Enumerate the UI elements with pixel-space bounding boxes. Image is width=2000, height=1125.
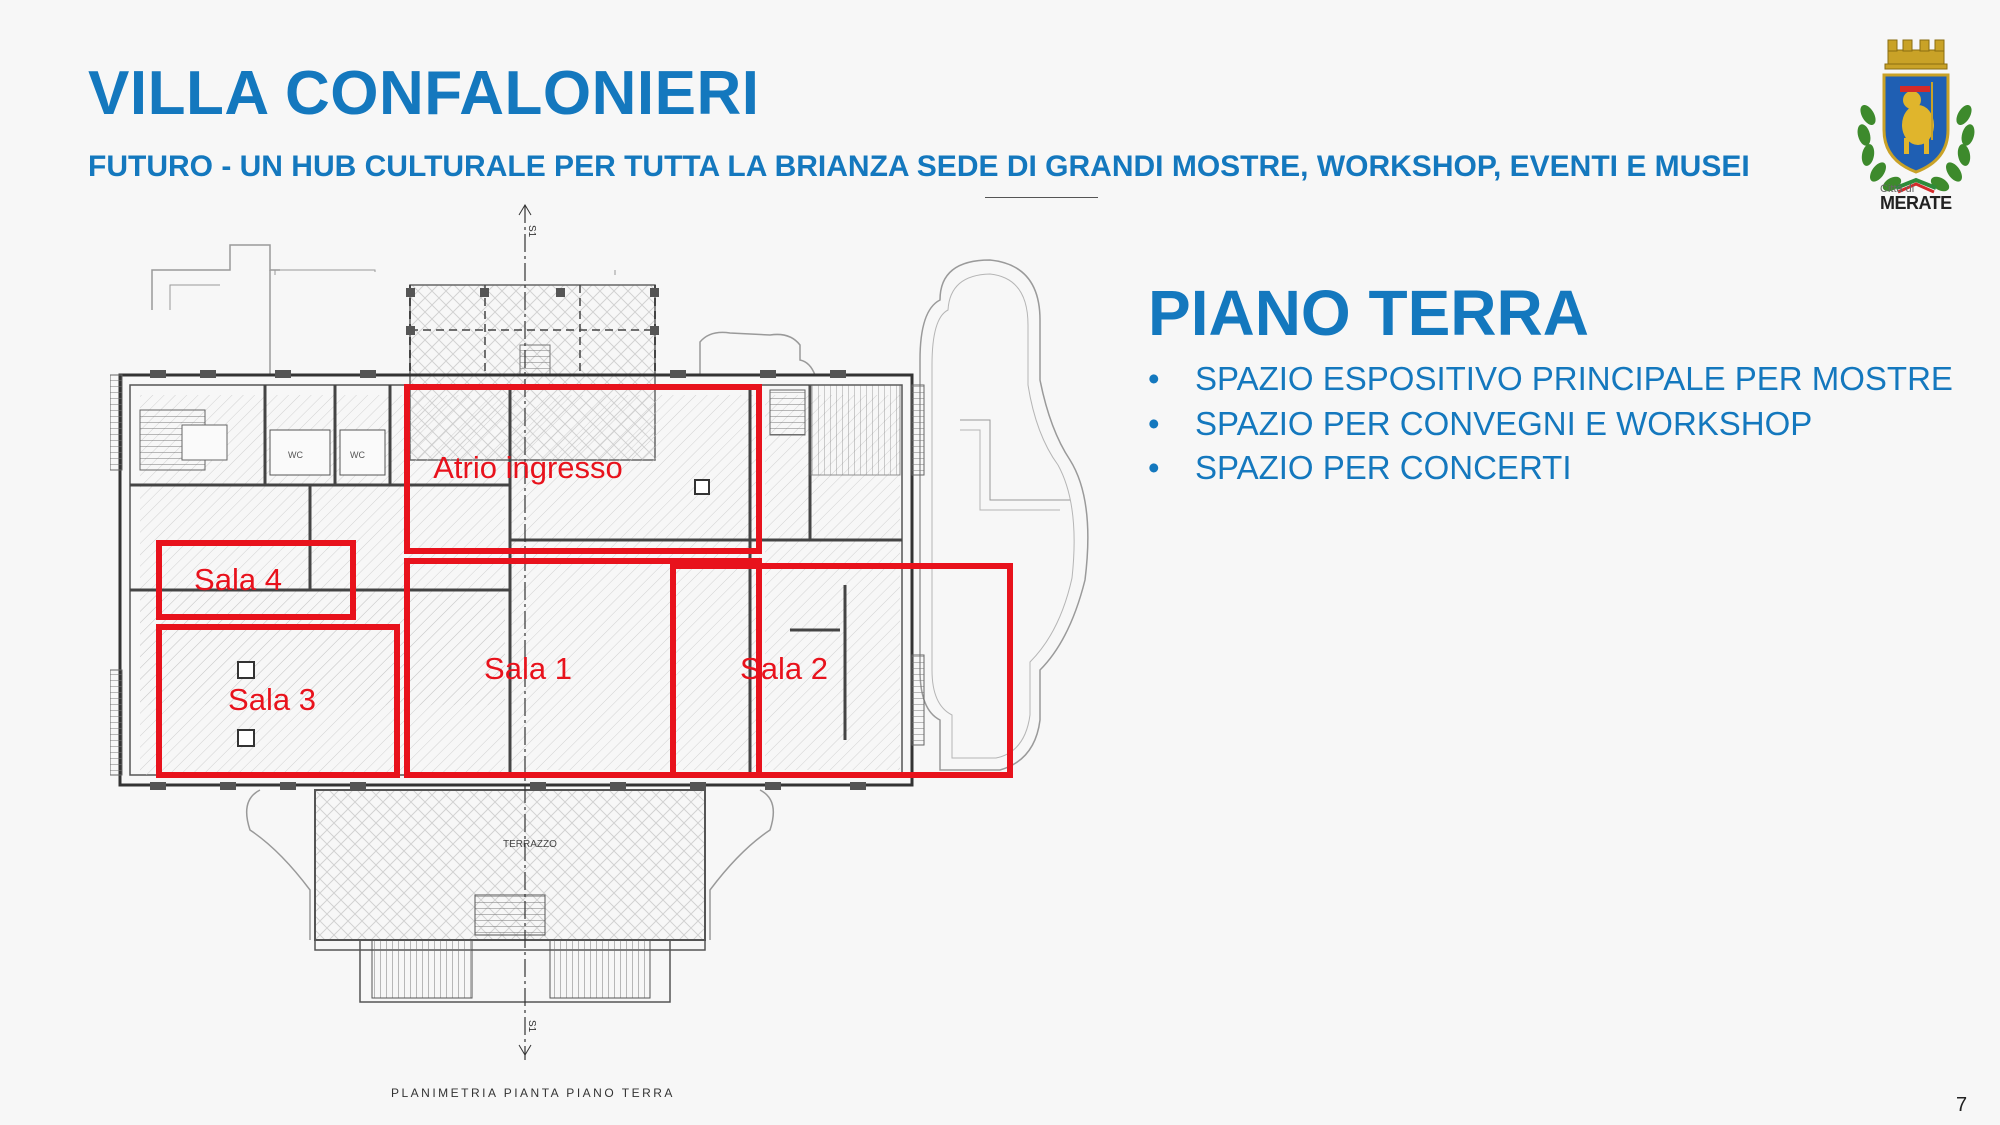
section-title: PIANO TERRA bbox=[1148, 277, 1589, 349]
logo-small-text: Città di bbox=[1880, 183, 1915, 195]
floor-plan-drawing: WC WC TERRAZZO bbox=[110, 204, 1089, 1060]
room-label-atrio: Atrio ingresso bbox=[433, 450, 623, 485]
feature-list: • SPAZIO ESPOSITIVO PRINCIPALE PER MOSTRE… bbox=[1148, 357, 1953, 491]
room-sala4-outline bbox=[156, 540, 356, 620]
merate-coat-of-arms-logo bbox=[1857, 39, 1975, 194]
floor-plan: WC WC TERRAZZO bbox=[110, 200, 1100, 1110]
room-sala2-outline bbox=[670, 563, 1013, 778]
feature-list-item: • SPAZIO ESPOSITIVO PRINCIPALE PER MOSTRE bbox=[1148, 357, 1953, 402]
logo-city-name: MERATE bbox=[1880, 193, 1952, 213]
page-number: 7 bbox=[1956, 1094, 1968, 1116]
room-label-sala2: Sala 2 bbox=[740, 651, 828, 686]
feature-text: SPAZIO PER CONCERTI bbox=[1195, 449, 1572, 486]
logo-caption: Città di MERATE bbox=[1880, 183, 1952, 214]
room-atrio-outline bbox=[404, 384, 762, 554]
terrace-label: TERRAZZO bbox=[503, 839, 557, 850]
section-axis-label: S1 bbox=[526, 225, 537, 238]
bullet-icon: • bbox=[1148, 404, 1160, 442]
feature-list-item: • SPAZIO PER CONVEGNI E WORKSHOP bbox=[1148, 402, 1953, 447]
room-label-sala1: Sala 1 bbox=[484, 651, 572, 686]
feature-text: SPAZIO ESPOSITIVO PRINCIPALE PER MOSTRE bbox=[1195, 360, 1953, 397]
feature-text: SPAZIO PER CONVEGNI E WORKSHOP bbox=[1195, 404, 1813, 442]
bullet-icon: • bbox=[1148, 360, 1160, 397]
section-axis-label: S1 bbox=[526, 1020, 537, 1033]
room-label-sala3: Sala 3 bbox=[228, 682, 316, 717]
bullet-icon: • bbox=[1148, 449, 1160, 486]
wc-label: WC bbox=[288, 450, 303, 460]
floor-plan-caption: PLANIMETRIA PIANTA PIANO TERRA bbox=[391, 1086, 675, 1100]
page-subtitle: FUTURO - UN HUB CULTURALE PER TUTTA LA B… bbox=[88, 150, 1750, 183]
wc-label: WC bbox=[350, 450, 365, 460]
page-title: VILLA CONFALONIERI bbox=[88, 59, 760, 128]
subtitle-divider bbox=[985, 197, 1098, 198]
room-sala3-outline bbox=[156, 624, 400, 778]
room-label-sala4: Sala 4 bbox=[194, 562, 282, 597]
room-sala1-outline bbox=[404, 558, 762, 778]
feature-list-item: • SPAZIO PER CONCERTI bbox=[1148, 446, 1953, 491]
